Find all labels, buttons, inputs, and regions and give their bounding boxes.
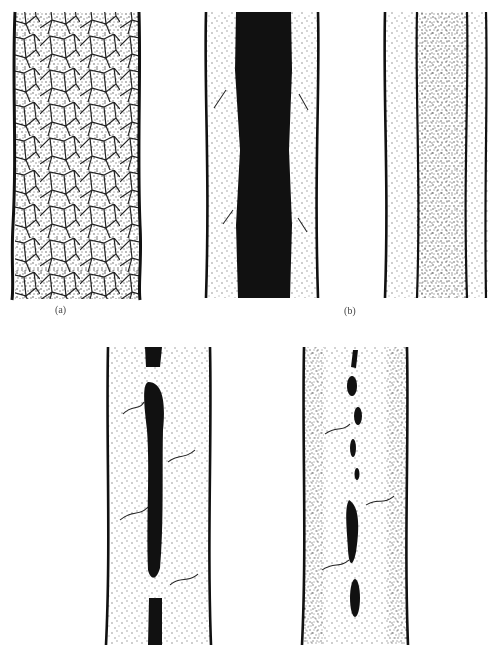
interrupted-medulla-panel — [106, 347, 211, 645]
panel-b-label: (b) — [344, 306, 356, 317]
fragmented-medulla-panel — [302, 347, 408, 645]
wide-medulla-panel — [385, 12, 488, 298]
cellular-hair-panel — [12, 12, 141, 300]
panel-a-label: (a) — [55, 305, 66, 316]
continuous-medulla-panel — [206, 12, 319, 298]
